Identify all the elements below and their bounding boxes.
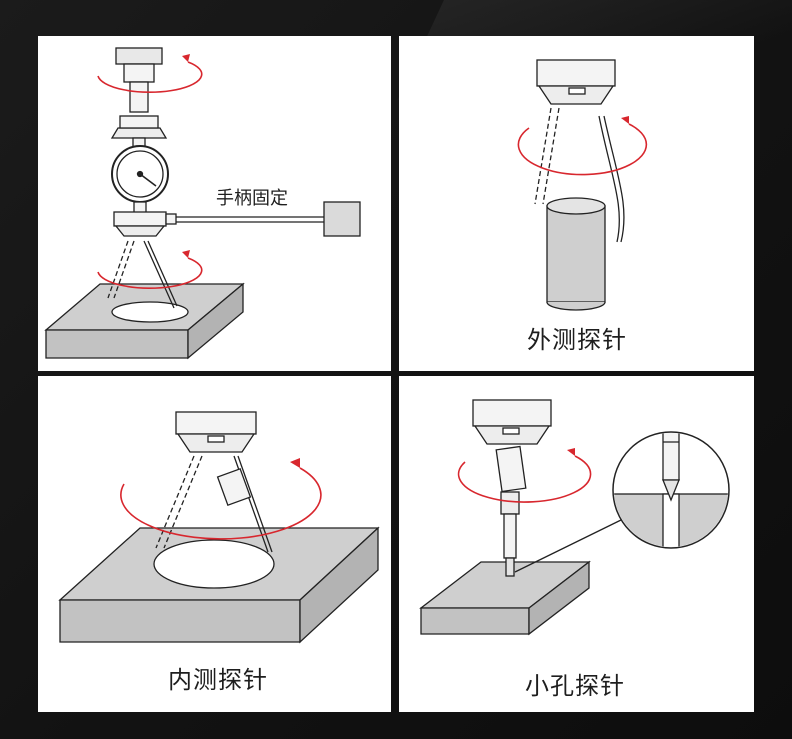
- workpiece-hole: [111, 301, 189, 323]
- workpiece-block-side: [299, 526, 379, 644]
- workpiece-block-side: [528, 560, 590, 636]
- panel-small-hole-probe: 小孔探针: [399, 376, 754, 712]
- caption-small-hole-probe: 小孔探针: [525, 672, 625, 700]
- indicator-handle-illustration: [44, 47, 361, 360]
- indicator-head: [175, 411, 257, 435]
- indicator-body: [113, 211, 167, 227]
- workpiece-block-front: [59, 599, 301, 643]
- workpiece-block-front: [45, 329, 189, 359]
- indicator-head: [536, 59, 616, 87]
- rotation-arrow: [120, 458, 322, 540]
- rotation-arrows: [97, 54, 203, 289]
- small-hole-probe-illustration: [419, 399, 730, 636]
- rotation-arrow: [457, 448, 592, 503]
- panel-handle-fixed: 手柄固定: [38, 36, 391, 371]
- outer-probe-illustration: [517, 59, 648, 311]
- caption-inner-probe: 内测探针: [168, 666, 268, 694]
- cylinder-part: [546, 205, 606, 303]
- inner-probe-illustration: [58, 411, 380, 644]
- workpiece-block-front: [420, 607, 530, 635]
- spindle-cap: [115, 47, 163, 65]
- handle-fixed-callout: 手柄固定: [216, 188, 288, 209]
- workpiece-hole: [153, 539, 275, 589]
- panel-outer-probe: 外测探针: [399, 36, 754, 371]
- handle-grip: [323, 201, 361, 237]
- rotation-arrow: [517, 116, 648, 176]
- caption-outer-probe: 外测探针: [527, 326, 627, 354]
- workpiece-block-side: [187, 282, 244, 360]
- panel-inner-probe: 内测探针: [38, 376, 391, 712]
- indicator-head: [472, 399, 552, 427]
